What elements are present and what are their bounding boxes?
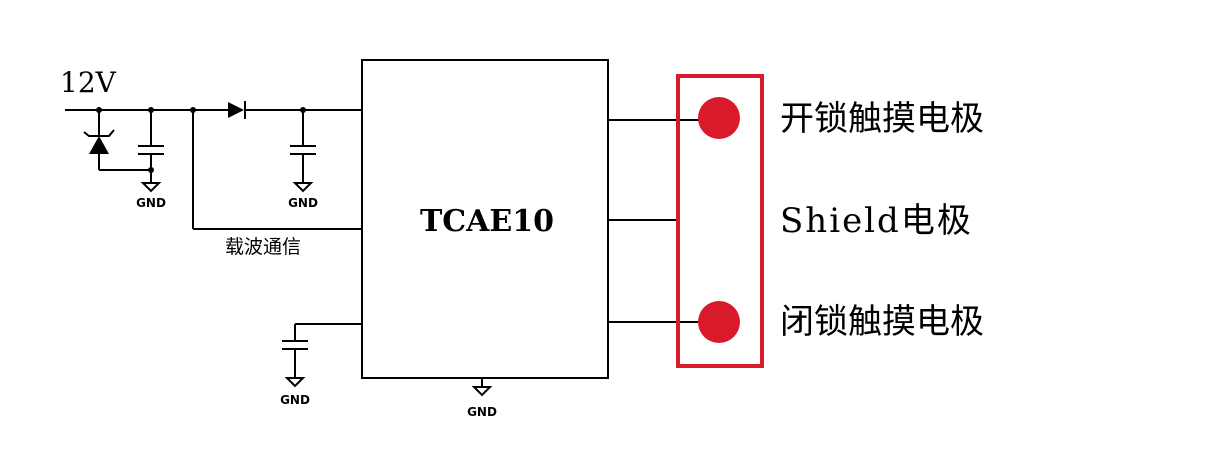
carrier-label: 载波通信: [225, 236, 301, 258]
gnd-label-2: GND: [288, 196, 318, 210]
electrode-highlight-box: [676, 74, 764, 368]
capacitor-2: [290, 110, 316, 193]
zener-diode: [83, 110, 151, 171]
gnd-label-1: GND: [136, 196, 166, 210]
junction-dots: [96, 107, 306, 173]
capacitor-1: [138, 110, 164, 193]
carrier-line: [192, 110, 362, 230]
chip-ground: [471, 378, 493, 397]
diode: [228, 101, 246, 119]
gnd-label-3: GND: [280, 393, 310, 407]
lock-electrode-dot: [698, 301, 740, 343]
chip-label: TCAE10: [420, 204, 554, 239]
output-wires: [608, 119, 702, 323]
unlock-electrode-label: 开锁触摸电极: [780, 99, 984, 139]
shield-electrode-label: Shield电极: [780, 201, 973, 241]
supply-voltage-label: 12V: [60, 66, 117, 99]
lock-electrode-label: 闭锁触摸电极: [780, 302, 984, 342]
unlock-electrode-dot: [698, 97, 740, 139]
capacitor-3: [282, 323, 362, 388]
gnd-label-4: GND: [467, 405, 497, 419]
